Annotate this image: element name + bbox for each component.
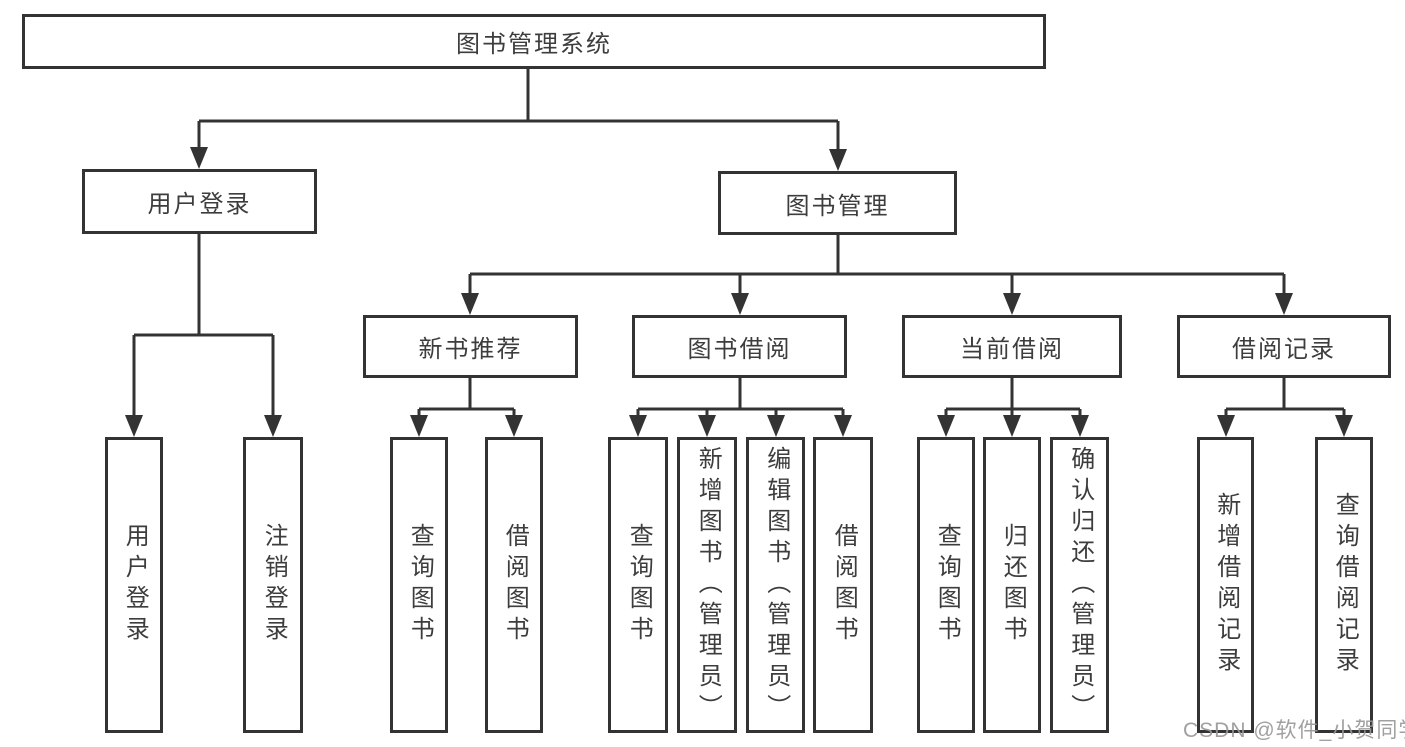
- arrowhead-down-icon: [461, 293, 479, 315]
- arrowhead-down-icon: [829, 149, 847, 171]
- leaf-user-login: 用户登录: [105, 437, 163, 733]
- node-label: 新增图书（管理员）: [694, 445, 722, 725]
- csdn-watermark: CSDN @软件_小贺同学: [1183, 719, 1405, 742]
- arrowhead-down-icon: [767, 415, 785, 437]
- node-book-borrowing: 图书借阅: [632, 315, 847, 378]
- arrowhead-down-icon: [505, 415, 523, 437]
- arrowhead-down-icon: [1071, 415, 1089, 437]
- arrowhead-down-icon: [834, 415, 852, 437]
- arrowhead-down-icon: [410, 415, 428, 437]
- arrowhead-down-icon: [731, 293, 749, 315]
- node-label: 图书借阅: [687, 336, 792, 363]
- leaf-add-books-admin: 新增图书（管理员）: [677, 437, 737, 733]
- arrowhead-down-icon: [937, 415, 955, 437]
- connector-root-to-level1: [190, 68, 847, 171]
- node-library-management-system: 图书管理系统: [22, 14, 1046, 69]
- connector-new-book-to-leaves: [410, 378, 523, 437]
- node-label: 新书推荐: [418, 336, 523, 363]
- node-user-login: 用户登录: [82, 169, 317, 234]
- node-label: 当前借阅: [960, 336, 1064, 363]
- node-label: 查询图书: [933, 523, 961, 647]
- arrowhead-down-icon: [698, 415, 716, 437]
- leaf-query-books-recommend: 查询图书: [390, 437, 448, 733]
- arrowhead-down-icon: [1275, 293, 1293, 315]
- node-label: 新增借阅记录: [1212, 492, 1240, 678]
- arrowhead-down-icon: [190, 147, 208, 169]
- leaf-query-borrow-record: 查询借阅记录: [1315, 437, 1373, 733]
- node-label: 查询图书: [625, 523, 653, 647]
- node-label: 用户登录: [121, 523, 149, 647]
- leaf-edit-books-admin: 编辑图书（管理员）: [746, 437, 805, 733]
- node-label: 归还图书: [999, 523, 1027, 647]
- connector-borrow-records-to-leaves: [1217, 378, 1353, 437]
- arrowhead-down-icon: [1335, 415, 1353, 437]
- connector-current-borrow-to-leaves: [937, 378, 1089, 437]
- connector-book-borrow-to-leaves: [629, 378, 852, 437]
- node-label: 注销登录: [260, 523, 288, 647]
- node-label: 图书管理系统: [456, 31, 612, 58]
- arrowhead-down-icon: [629, 415, 647, 437]
- node-label: 查询图书: [406, 523, 434, 647]
- leaf-query-books-current: 查询图书: [917, 437, 975, 733]
- leaf-logout: 注销登录: [243, 437, 303, 733]
- arrowhead-down-icon: [1003, 415, 1021, 437]
- node-label: 借阅记录: [1232, 336, 1336, 363]
- leaf-borrow-books: 借阅图书: [813, 437, 873, 733]
- node-borrowing-records: 借阅记录: [1177, 315, 1391, 378]
- node-label: 编辑图书（管理员）: [762, 445, 790, 725]
- node-new-book-recommendation: 新书推荐: [363, 315, 578, 378]
- connector-user-login-to-leaves: [125, 233, 282, 437]
- leaf-query-books-borrow: 查询图书: [608, 437, 668, 733]
- connector-book-management-to-level2: [461, 235, 1293, 315]
- node-book-management: 图书管理: [718, 171, 957, 235]
- arrowhead-down-icon: [1003, 293, 1021, 315]
- leaf-confirm-return-admin: 确认归还（管理员）: [1050, 437, 1109, 733]
- node-label: 借阅图书: [830, 523, 858, 647]
- node-label: 用户登录: [147, 191, 252, 218]
- node-label: 借阅图书: [501, 523, 529, 647]
- arrowhead-down-icon: [1217, 415, 1235, 437]
- leaf-add-borrow-record: 新增借阅记录: [1197, 437, 1254, 733]
- arrowhead-down-icon: [125, 415, 143, 437]
- leaf-borrow-books-recommend: 借阅图书: [485, 437, 543, 733]
- node-label: 确认归还（管理员）: [1066, 445, 1094, 725]
- node-label: 图书管理: [785, 192, 890, 220]
- node-label: 查询借阅记录: [1331, 492, 1359, 678]
- node-current-borrowing: 当前借阅: [902, 315, 1122, 378]
- leaf-return-books: 归还图书: [983, 437, 1041, 733]
- arrowhead-down-icon: [264, 415, 282, 437]
